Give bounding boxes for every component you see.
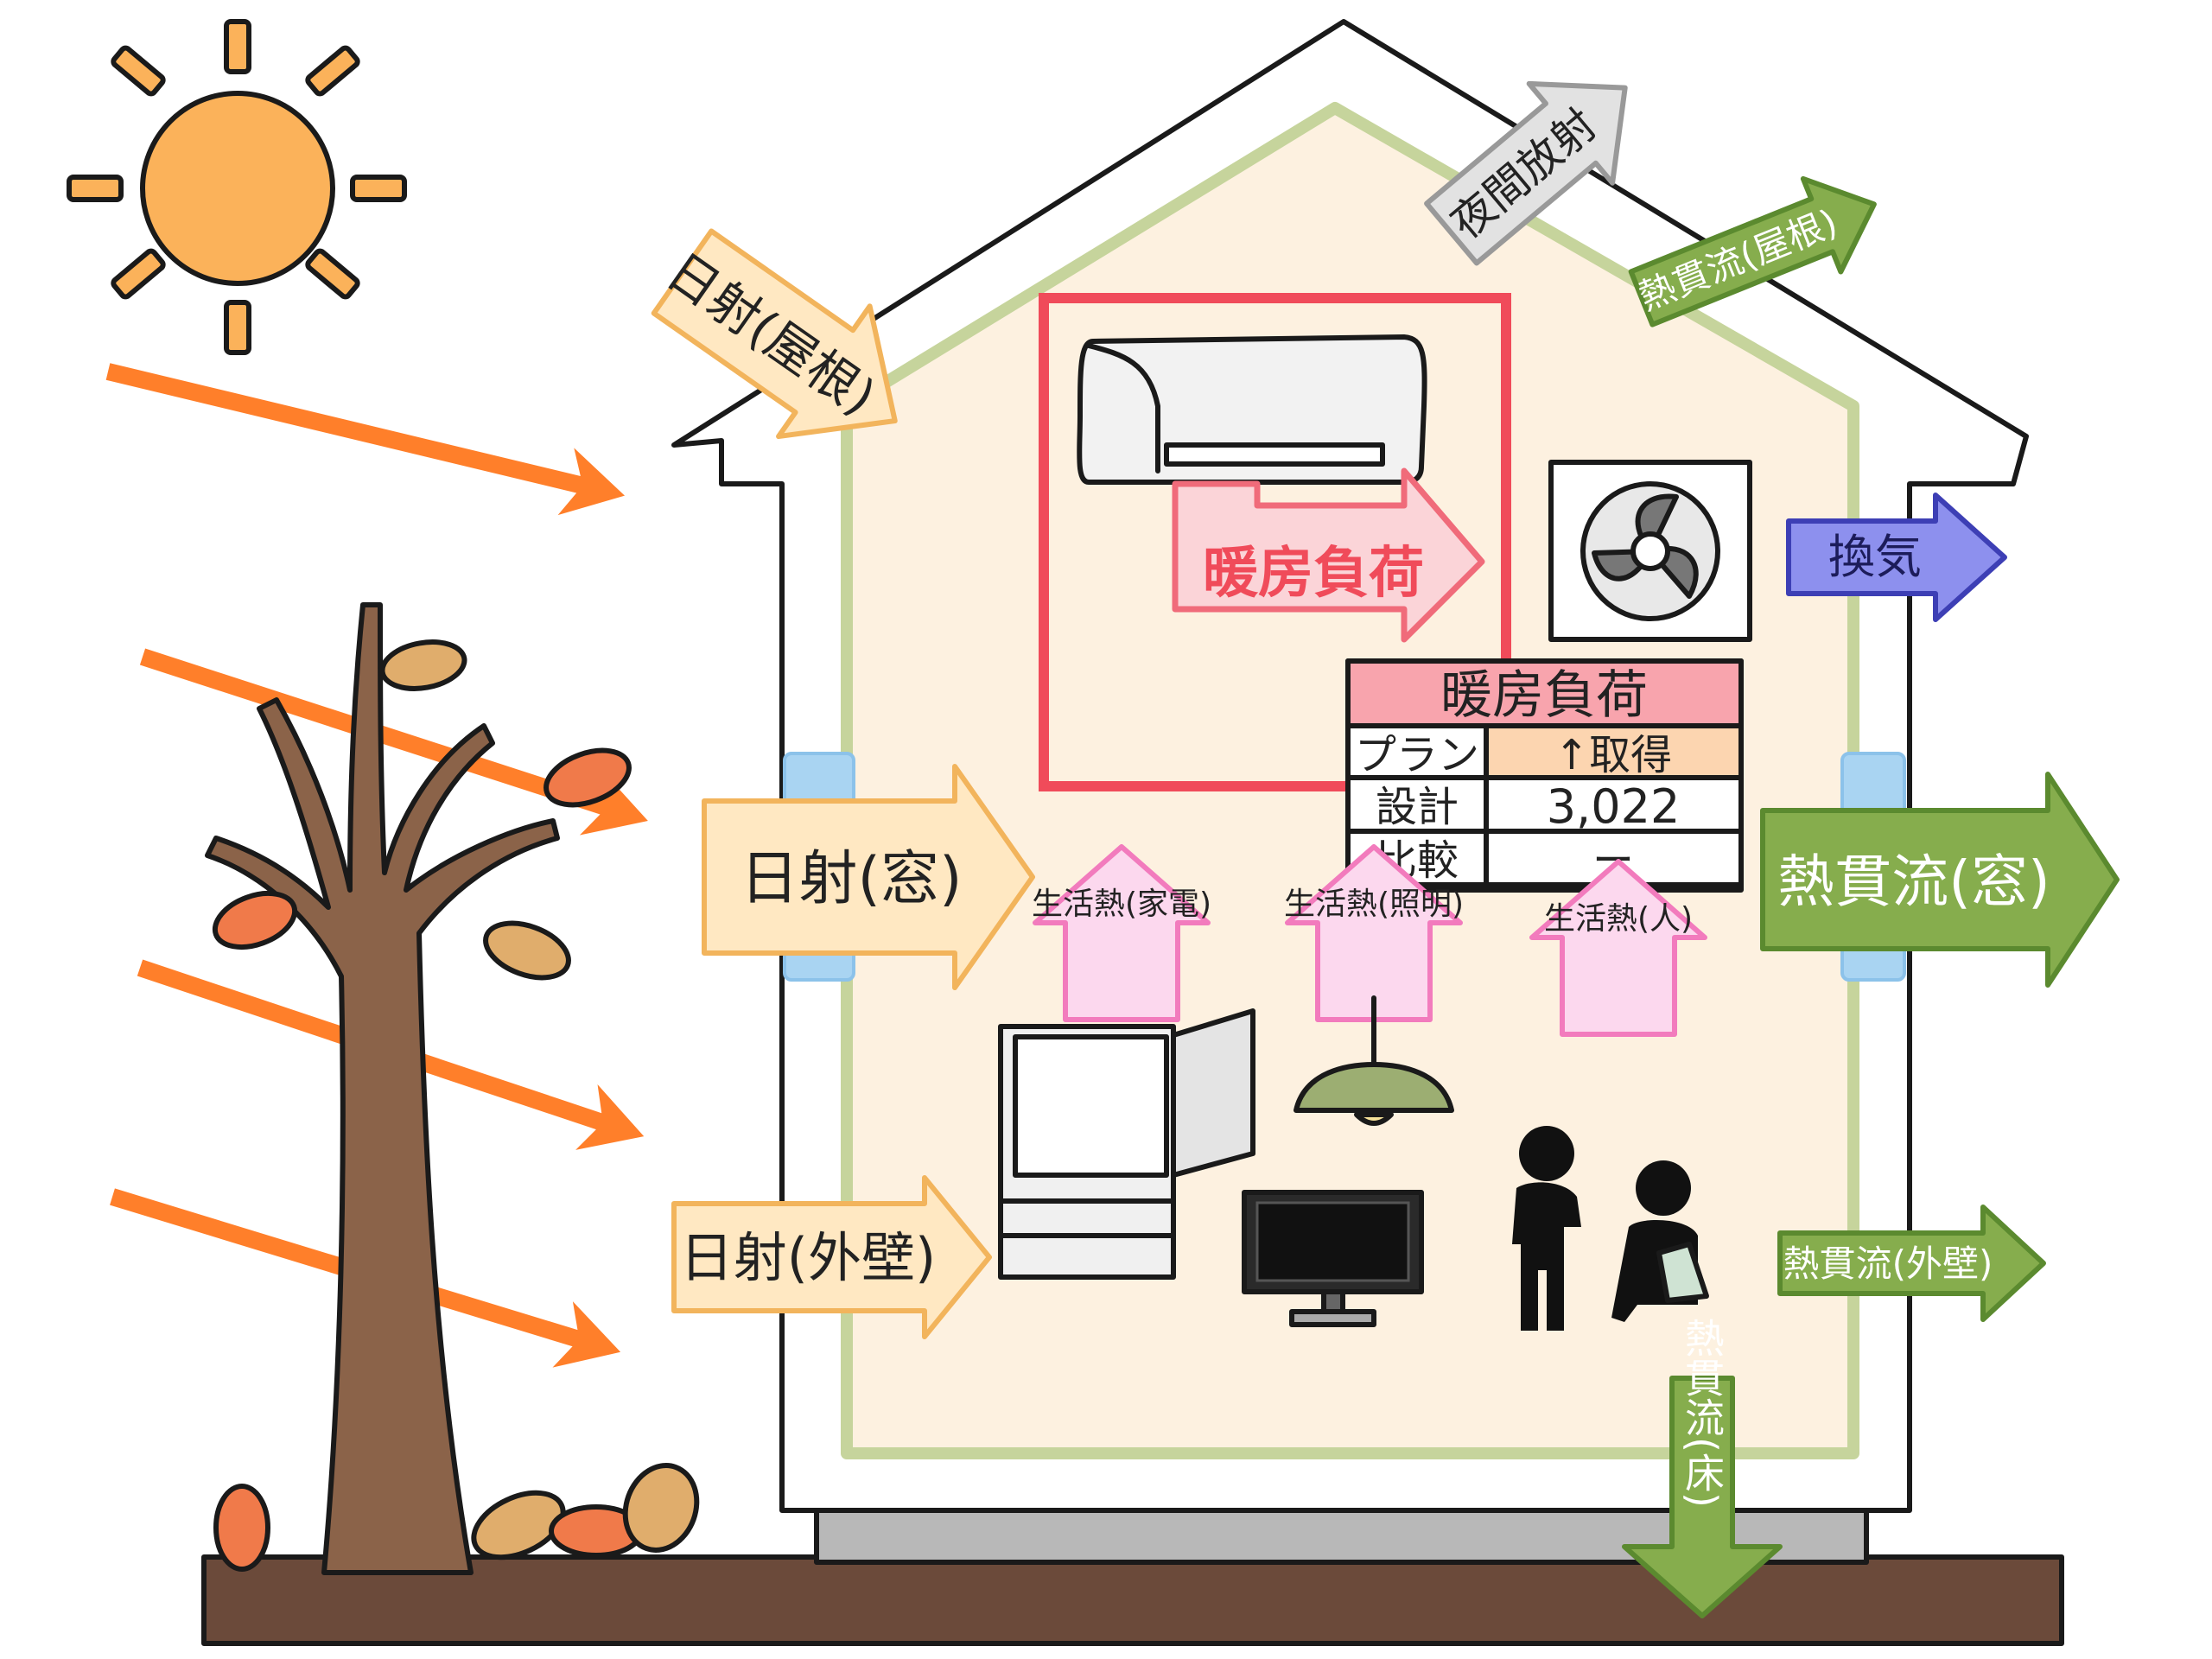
solar-ray-arrow [139, 648, 648, 836]
load-table-row-value: ↑取得 [1554, 731, 1672, 779]
transmission-floor-label: 熱貫流(床) [1679, 1318, 1726, 1508]
load-table: 暖房負荷 プラン ↑取得 設計 3,022 比較 ー [1345, 658, 1744, 893]
internal-heat-appliance-label: 生活熱(家電) [1032, 887, 1211, 922]
refrigerator-icon [998, 1008, 1255, 1280]
air-conditioner-icon [1077, 334, 1427, 485]
heating-highlight-box [1039, 293, 1511, 791]
ground [201, 1554, 2064, 1646]
internal-heat-lighting-arrow: 生活熱(照明) [1284, 844, 1464, 1022]
transmission-wall-label: 熱貫流(外壁) [1783, 1243, 1993, 1285]
sun-icon [67, 19, 407, 355]
people-icon [1512, 1126, 1709, 1331]
tree-leaves [212, 639, 632, 981]
heating-load-arrow: 暖房負荷 [1172, 467, 1485, 643]
heating-load-label: 暖房負荷 [1203, 542, 1424, 606]
load-table-row-label: プラン [1355, 731, 1479, 779]
internal-heat-people-label: 生活熱(人) [1544, 901, 1693, 937]
transmission-floor-arrow: 熱貫流(床) [1622, 1318, 1783, 1618]
pendant-light-icon [1294, 995, 1454, 1126]
ventilation-fan-icon [1548, 460, 1752, 642]
solar-window-arrow: 日射(窓) [702, 764, 1035, 990]
ventilation-arrow: 換気 [1786, 493, 2007, 622]
transmission-window-arrow: 熱貫流(窓) [1760, 772, 2120, 988]
transmission-window-label: 熱貫流(窓) [1777, 849, 2050, 915]
load-table-title: 暖房負荷 [1440, 665, 1648, 726]
solar-window-label: 日射(窓) [740, 845, 962, 913]
fallen-leaves [213, 1463, 700, 1572]
ventilation-label: 換気 [1828, 530, 1922, 584]
load-table-header [1345, 658, 1744, 728]
tree-trunk [205, 602, 560, 1575]
internal-heat-lighting-label: 生活熱(照明) [1284, 887, 1464, 922]
load-table-row-label: 設計 [1376, 783, 1459, 831]
internal-heat-appliance-arrow: 生活熱(家電) [1032, 844, 1211, 1022]
solar-wall-arrow: 日射(外壁) [671, 1175, 992, 1339]
tree [205, 602, 700, 1575]
internal-heat-people-arrow: 生活熱(人) [1529, 859, 1707, 1037]
load-table-row-value: 3,022 [1547, 779, 1681, 834]
solar-roof-arrow: 日射(屋根) [651, 228, 898, 440]
solar-wall-label: 日射(外壁) [680, 1226, 936, 1289]
television-icon [1242, 1190, 1424, 1327]
solar-ray-arrow [105, 363, 626, 516]
transmission-wall-arrow: 熱貫流(外壁) [1777, 1205, 2046, 1322]
